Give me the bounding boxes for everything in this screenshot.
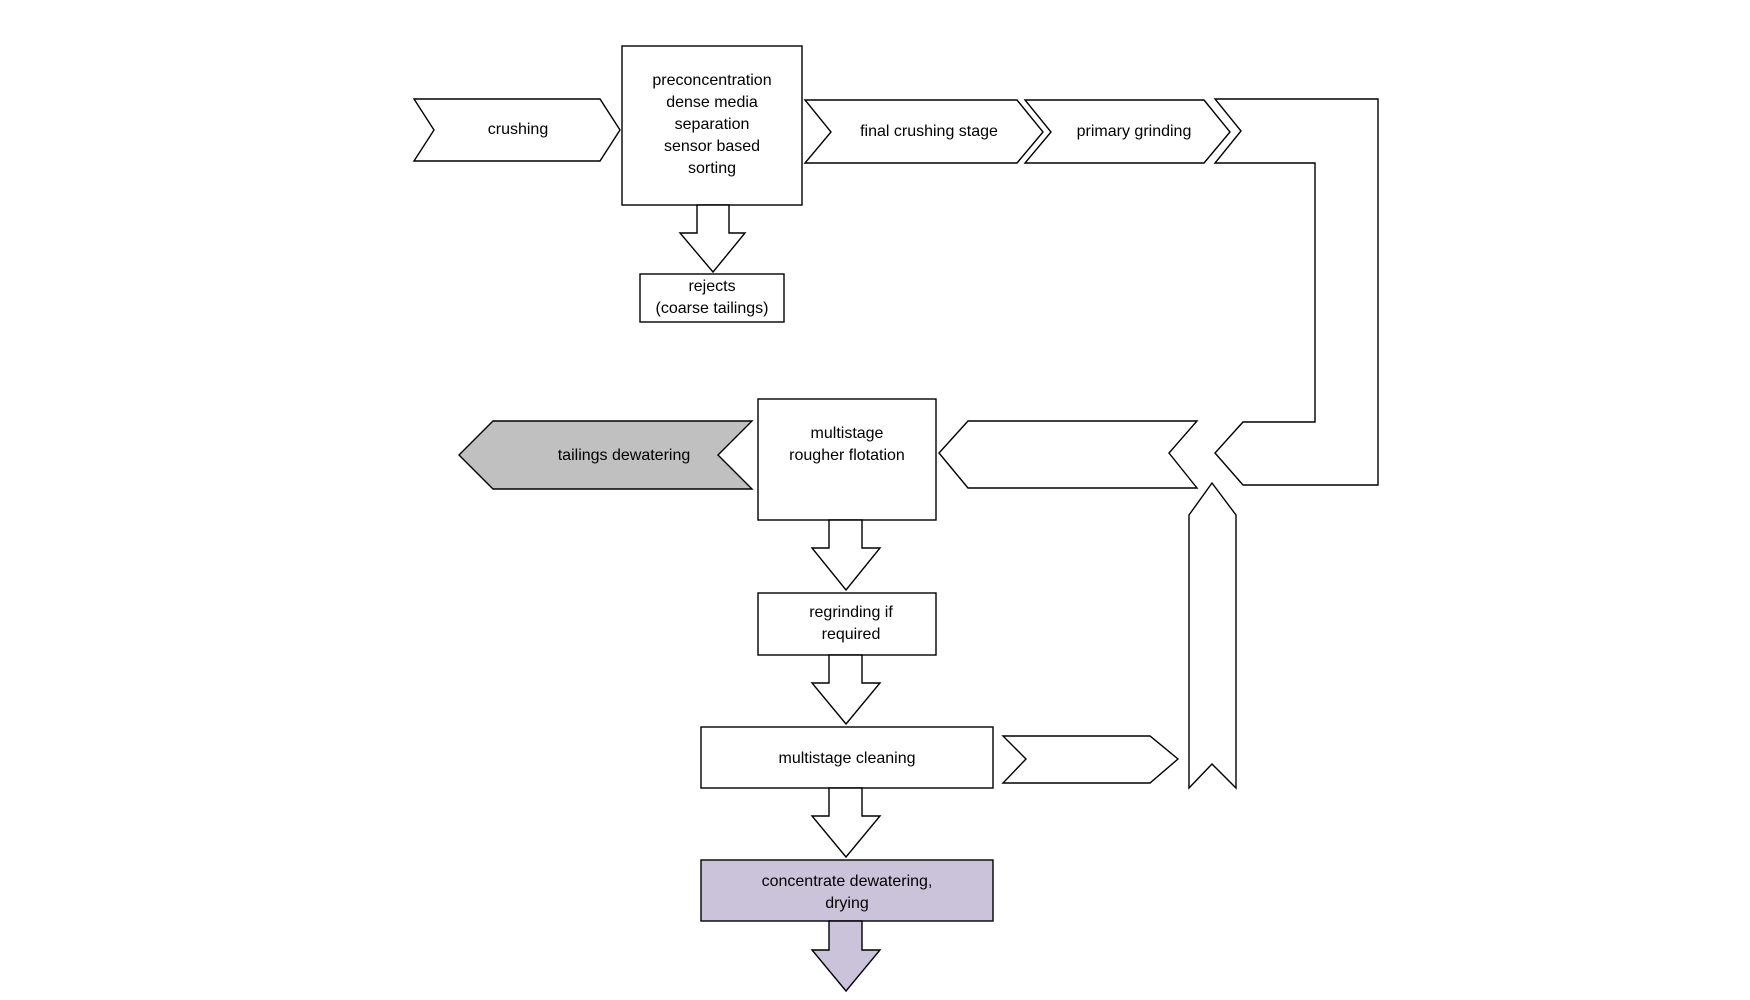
rejects-label-line: (coarse tailings)	[656, 300, 769, 317]
preconcentration-label-line: preconcentration	[652, 72, 771, 89]
flotation-feed-arrow	[938, 420, 1199, 489]
cleaner-tailings-arrow	[1001, 735, 1180, 784]
primary-grinding-label: primary grinding	[1077, 123, 1192, 140]
rougher-flotation-box	[757, 398, 937, 521]
final-crushing-label-line: final crushing stage	[860, 123, 998, 140]
concentrate-dewatering-label-line: drying	[825, 895, 869, 912]
cleaning-down-arrow	[810, 787, 882, 859]
multistage-cleaning-label-line: multistage cleaning	[779, 750, 916, 767]
tailings-dewatering-label: tailings dewatering	[558, 447, 691, 464]
multistage-cleaning-label: multistage cleaning	[779, 750, 916, 767]
regrinding-label-line: regrinding if	[809, 604, 893, 621]
rejects-label-line: rejects	[688, 278, 735, 295]
primary-grinding-label-line: primary grinding	[1077, 123, 1192, 140]
crushing-label: crushing	[488, 121, 548, 138]
concentrate-down-arrow	[810, 920, 882, 993]
rejects-box	[639, 273, 785, 323]
preconcentration-label-line: sorting	[688, 160, 736, 177]
preconcentration-label-line: dense media	[666, 94, 758, 111]
rougher-flotation-label: multistage rougher flotation	[789, 425, 905, 464]
crushing-chevron	[412, 98, 621, 162]
final-crushing-label: final crushing stage	[860, 123, 998, 140]
preconcentration-label: preconcentration dense media separation sen…	[652, 72, 771, 177]
preconcentration-label-line: separation	[675, 116, 750, 133]
final-crushing-chevron	[803, 99, 1044, 164]
concentrate-dewatering-label-line: concentrate dewatering,	[762, 873, 933, 890]
regrinding-down-arrow	[810, 654, 882, 726]
tailings-dewatering-arrow	[458, 420, 754, 490]
crushing-label-line: crushing	[488, 121, 548, 138]
primary-grinding-chevron	[1023, 99, 1231, 164]
flotation-down-arrow	[810, 519, 882, 592]
preconcentration-label-line: sensor based	[664, 138, 760, 155]
preconcentration-down-arrow	[678, 204, 747, 274]
rougher-flotation-label-line: multistage	[811, 425, 884, 442]
regrinding-label: regrinding if required	[809, 604, 893, 643]
tailings-dewatering-label-line: tailings dewatering	[558, 447, 691, 464]
recycle-up-arrow	[1188, 481, 1237, 790]
rejects-label: rejects (coarse tailings)	[656, 278, 769, 317]
return-loop-connector	[1213, 98, 1379, 486]
multistage-cleaning-box	[700, 726, 994, 789]
concentrate-dewatering-label: concentrate dewatering, drying	[762, 873, 933, 912]
preconcentration-box	[621, 45, 803, 206]
regrinding-box	[757, 592, 937, 656]
rougher-flotation-label-line: rougher flotation	[789, 447, 905, 464]
regrinding-label-line: required	[822, 626, 881, 643]
